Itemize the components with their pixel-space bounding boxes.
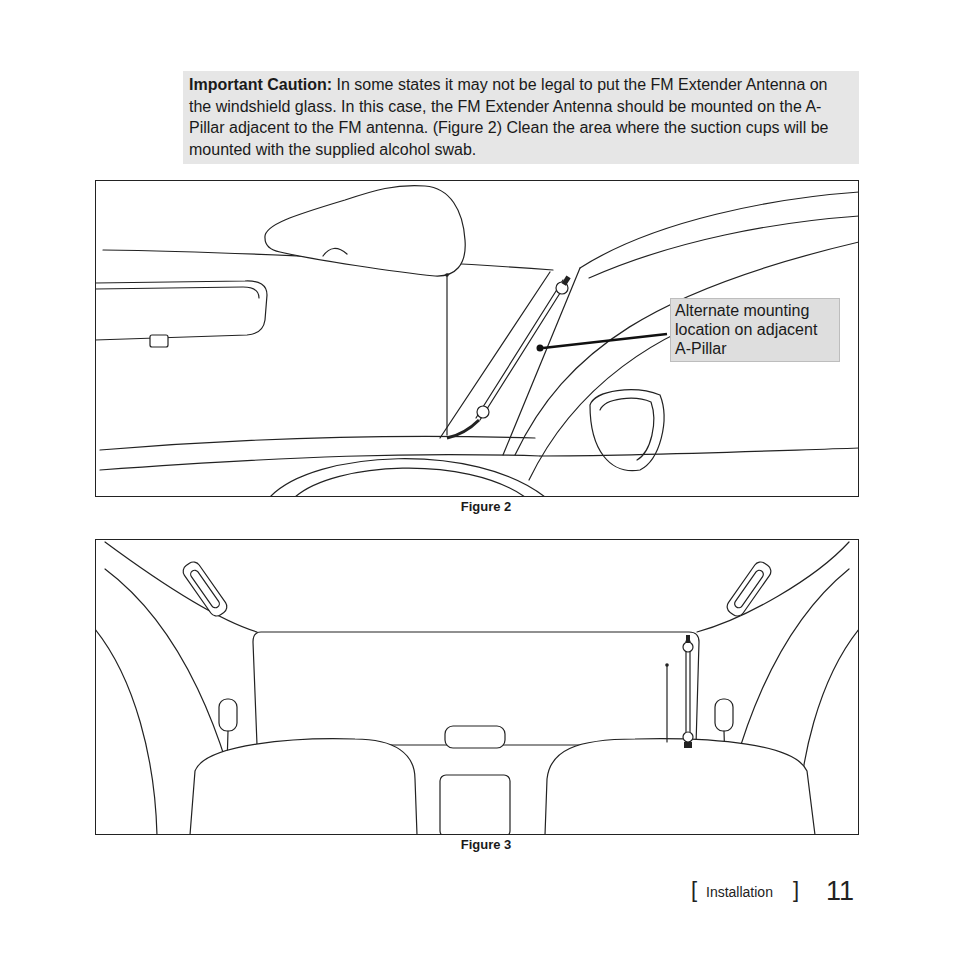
side-mirror [590,390,664,471]
callout-box: Alternate mounting location on adjacent … [670,298,840,362]
leader-dot [537,345,544,352]
dome-mount [323,248,347,256]
seat-back [190,739,417,835]
page-number: 11 [826,877,854,907]
steering-wheel [295,468,525,497]
mirror-mount [150,335,168,347]
extender-cable [447,420,479,438]
antenna-cap [562,276,571,286]
car-rear-illustration [95,539,859,835]
antenna-cap [686,635,690,643]
fm-antenna-mast [666,666,667,742]
center-headrest [445,726,505,748]
leader-line [543,334,667,348]
suction-cup [477,406,489,418]
mirror-inner-edge [95,287,259,298]
antenna-tip [445,273,449,277]
steering-wheel [270,459,545,497]
extender-antenna [480,282,567,420]
extender-antenna [685,641,686,744]
grab-handle [180,559,229,618]
antenna-base [684,742,692,748]
a-pillar-inner [440,272,550,438]
suction-cup [683,642,693,652]
center-console [440,775,510,835]
figure-frame: Figure 3 [95,539,859,835]
extender-antenna [689,641,690,744]
seatbelt-loop [715,699,733,731]
figure-frame: Figure 2Alternate mounting location on a… [95,180,859,497]
dashboard [100,455,540,470]
headliner-edge [697,542,849,632]
figure-caption: Figure 3 [105,837,867,853]
dashboard [540,448,859,456]
sun-visor [265,186,465,276]
figure-caption: Figure 2 [105,499,867,515]
grab-handle [724,559,773,618]
section-label: [ [691,878,697,902]
dashboard [100,437,535,451]
fm-antenna-mast [446,276,447,435]
side-window-top [580,192,859,268]
antenna-tip [665,663,669,667]
caution-heading: Important Caution: [189,76,332,93]
side-window-frame [589,216,859,278]
a-pillar-outer [503,268,580,455]
suction-cup [683,732,693,742]
headliner-edge [105,542,257,632]
side-mirror-inner [600,398,654,460]
side-trim [95,629,157,835]
callout-label: Alternate mounting location on adjacent … [675,301,835,358]
caution-band: Important Caution:In some states it may … [183,71,859,164]
rear-view-mirror [95,281,267,340]
seat-back [545,739,815,835]
seatbelt-loop [219,699,237,731]
section-label: ] [793,878,799,902]
door-line [515,242,859,455]
section-label: Installation [706,885,773,900]
extender-antenna [476,280,563,418]
